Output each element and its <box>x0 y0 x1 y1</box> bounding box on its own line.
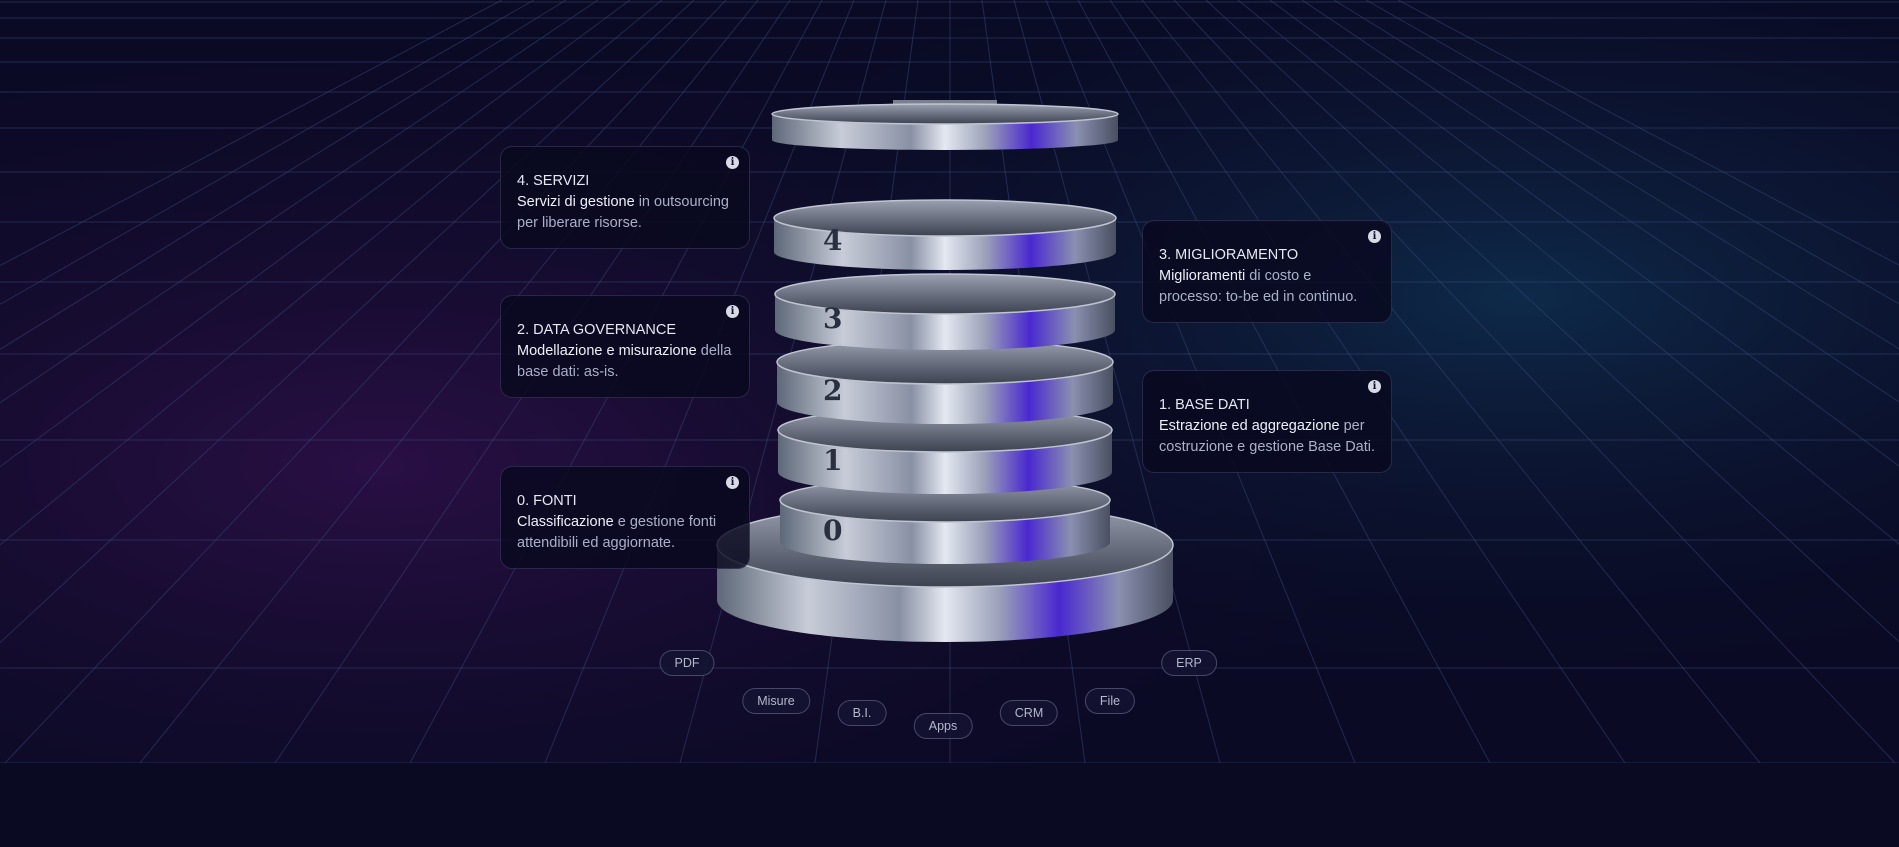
info-icon[interactable]: i <box>1368 230 1381 243</box>
grid-line <box>1397 0 1899 266</box>
card-title: 4. SERVIZI <box>517 173 590 189</box>
card-base-dati: i 1. BASE DATI Estrazione ed aggregazion… <box>1142 370 1392 473</box>
source-pill-file[interactable]: File <box>1084 688 1136 714</box>
info-icon[interactable]: i <box>726 305 739 318</box>
grid-line <box>139 0 759 764</box>
card-title: 0. FONTI <box>517 493 577 509</box>
disc-label: 3 <box>823 302 842 335</box>
source-pill-bi[interactable]: B.I. <box>837 700 887 726</box>
grid-line <box>0 0 567 350</box>
grid-line <box>1333 0 1899 350</box>
card-text: Classificazione e gestione fonti attendi… <box>517 514 717 551</box>
card-title: 2. DATA GOVERNANCE <box>517 322 676 338</box>
disc-tier-top <box>774 273 1116 315</box>
source-pill-misure[interactable]: Misure <box>742 688 810 714</box>
grid-line <box>1205 0 1899 643</box>
card-text: Miglioramenti di costo e processo: to-be… <box>1159 268 1358 305</box>
disc-tier-top <box>771 103 1119 125</box>
grid-line <box>1173 0 1896 764</box>
source-pill-apps[interactable]: Apps <box>913 713 973 739</box>
source-pill-pdf[interactable]: PDF <box>659 650 715 676</box>
card-data-governance: i 2. DATA GOVERNANCE Modellazione e misu… <box>500 295 750 398</box>
card-title: 3. MIGLIORAMENTO <box>1159 247 1299 263</box>
card-text: Estrazione ed aggregazione per costruzio… <box>1159 418 1376 455</box>
card-text: Modellazione e misurazione della base da… <box>517 343 732 380</box>
grid-line <box>4 0 727 764</box>
disc-tier-top <box>773 199 1117 237</box>
info-icon[interactable]: i <box>726 476 739 489</box>
grid-line <box>0 0 599 404</box>
card-servizi: i 4. SERVIZI Servizi di gestione in outs… <box>500 146 750 249</box>
grid-line <box>0 0 631 468</box>
grid-line <box>1141 0 1761 764</box>
grid-line <box>1301 0 1899 403</box>
source-pill-erp[interactable]: ERP <box>1161 650 1217 676</box>
disc-label: 1 <box>823 444 842 477</box>
grid-line <box>1365 0 1899 305</box>
grid-line <box>0 0 535 305</box>
info-icon[interactable]: i <box>1368 380 1381 393</box>
grid-line <box>0 0 503 267</box>
grid-line <box>0 0 695 644</box>
card-fonti: i 0. FONTI Classificazione e gestione fo… <box>500 466 750 569</box>
disc-label: 4 <box>823 224 842 257</box>
source-pill-crm[interactable]: CRM <box>999 700 1059 726</box>
card-title: 1. BASE DATI <box>1159 397 1250 413</box>
disc-label: 0 <box>823 514 842 547</box>
grid-line <box>0 0 663 546</box>
card-text: Servizi di gestione in outsourcing per l… <box>517 194 729 231</box>
grid-line <box>1269 0 1899 467</box>
card-miglioramento: i 3. MIGLIORAMENTO Miglioramenti di cost… <box>1142 220 1392 323</box>
info-icon[interactable]: i <box>726 156 739 169</box>
grid-line <box>1237 0 1899 545</box>
disc-label: 2 <box>823 374 842 407</box>
